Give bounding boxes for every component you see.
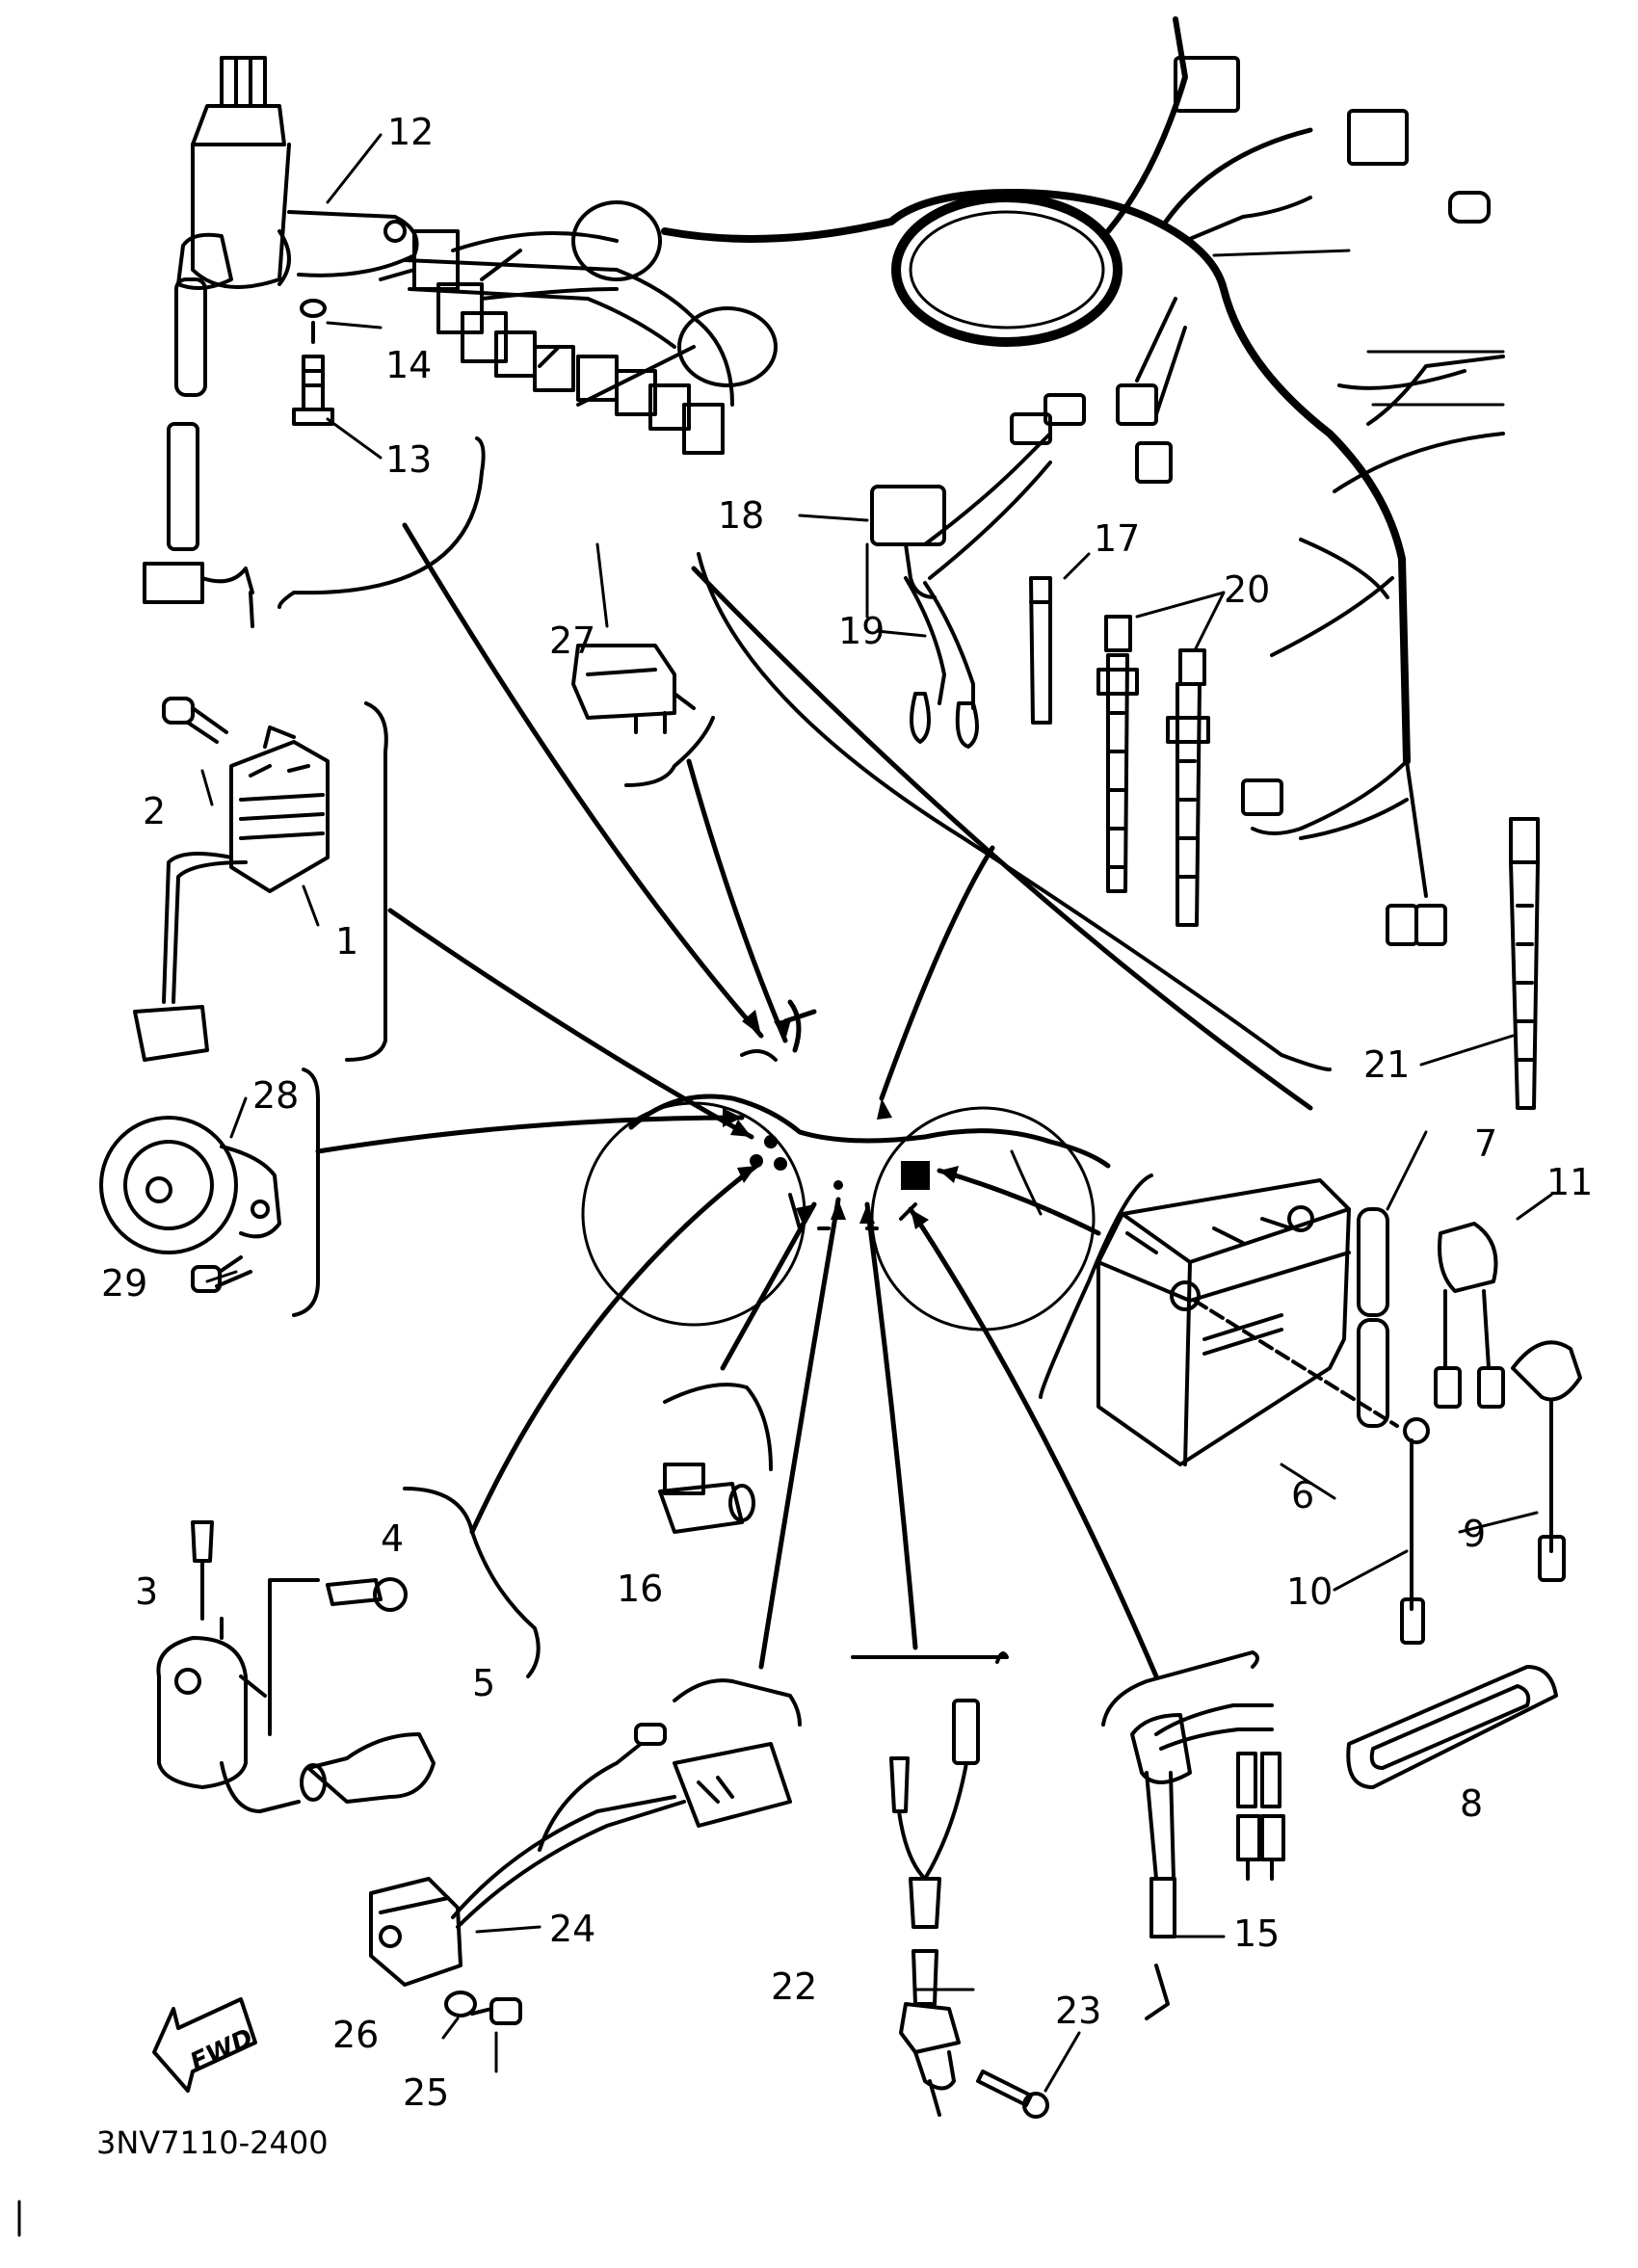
part-9-battery-lead bbox=[1511, 1340, 1582, 1582]
part-21-cable-tie bbox=[1509, 817, 1540, 1110]
callout-16: 16 bbox=[617, 1568, 663, 1610]
callout-2: 2 bbox=[143, 790, 166, 832]
fwd-label: FWD bbox=[186, 2023, 257, 2077]
part-11-fuse-holder bbox=[1434, 1222, 1505, 1409]
grouping-brackets bbox=[277, 436, 1332, 1727]
callout-22: 22 bbox=[771, 1965, 817, 2008]
callout-7: 7 bbox=[1474, 1122, 1497, 1165]
callout-10: 10 bbox=[1286, 1570, 1333, 1613]
part-7-breather-tube bbox=[1357, 1207, 1389, 1428]
part-4-screw bbox=[326, 1577, 408, 1612]
part-17-cable-tie bbox=[1029, 576, 1052, 725]
part-12-main-switch bbox=[143, 56, 419, 628]
callout-24: 24 bbox=[549, 1908, 595, 1950]
callout-26: 26 bbox=[332, 2014, 379, 2056]
callout-12: 12 bbox=[387, 111, 434, 153]
callout-17: 17 bbox=[1094, 517, 1140, 560]
part-15-rear-brake-switch bbox=[1130, 1703, 1285, 2020]
leader-arrowheads bbox=[723, 1010, 959, 1229]
callout-labels: 1 2 3 4 5 6 7 8 9 10 11 12 13 14 15 16 1… bbox=[101, 111, 1593, 2114]
callout-27: 27 bbox=[549, 620, 595, 662]
callout-9: 9 bbox=[1463, 1513, 1486, 1555]
part-28-horn bbox=[99, 1116, 281, 1254]
callout-21: 21 bbox=[1363, 1043, 1410, 1086]
part-8-battery-band bbox=[1346, 1665, 1558, 1789]
part-19-relay bbox=[870, 383, 1173, 749]
callout-29: 29 bbox=[101, 1262, 147, 1305]
callout-4: 4 bbox=[381, 1517, 404, 1560]
part-5-spark-plug-cap bbox=[300, 1732, 436, 1804]
part-25-bolt bbox=[470, 1997, 522, 2025]
part-16-neutral-switch bbox=[658, 1463, 755, 1534]
callout-11: 11 bbox=[1546, 1161, 1593, 1203]
part-26-washer bbox=[444, 1991, 477, 2017]
callout-19: 19 bbox=[838, 610, 885, 652]
part-24-cdi-unit bbox=[369, 1723, 792, 1987]
callout-1: 1 bbox=[335, 920, 358, 963]
callout-20: 20 bbox=[1224, 568, 1270, 611]
callout-5: 5 bbox=[472, 1662, 495, 1704]
callout-leaders bbox=[200, 133, 1553, 2093]
part-18-wire-harness bbox=[661, 16, 1505, 946]
part-27-flasher-relay bbox=[571, 644, 696, 734]
motorcycle-silhouette bbox=[581, 999, 1111, 1332]
callout-3: 3 bbox=[135, 1570, 158, 1613]
leader-lines bbox=[315, 522, 1313, 1679]
callout-6: 6 bbox=[1291, 1474, 1314, 1516]
part-20-cable-ties bbox=[1096, 615, 1210, 927]
callout-8: 8 bbox=[1460, 1782, 1483, 1825]
part-29-bolt bbox=[191, 1255, 252, 1293]
part-3-ignition-coil bbox=[156, 1520, 320, 1813]
fwd-arrow-icon: FWD bbox=[152, 1997, 257, 2093]
callout-13: 13 bbox=[385, 438, 432, 481]
part-14-washer bbox=[300, 299, 327, 344]
callout-25: 25 bbox=[403, 2071, 449, 2114]
part-13-screw bbox=[292, 355, 334, 426]
part-1-rectifier-regulator bbox=[133, 725, 330, 1062]
part-10-battery-lead bbox=[1400, 1417, 1430, 1645]
part-6-battery bbox=[1096, 1178, 1399, 1466]
diagram-code: 3NV7110-2400 bbox=[96, 2124, 329, 2161]
callout-15: 15 bbox=[1233, 1912, 1280, 1955]
part-23-screw bbox=[976, 2070, 1049, 2119]
callout-18: 18 bbox=[718, 494, 764, 537]
callout-28: 28 bbox=[252, 1074, 299, 1117]
callout-23: 23 bbox=[1055, 1990, 1101, 2032]
part-22-sidestand-switch bbox=[889, 1699, 980, 2117]
callout-14: 14 bbox=[385, 344, 432, 386]
part-2-bolt bbox=[162, 697, 228, 744]
harness-left-connectors bbox=[379, 200, 778, 455]
